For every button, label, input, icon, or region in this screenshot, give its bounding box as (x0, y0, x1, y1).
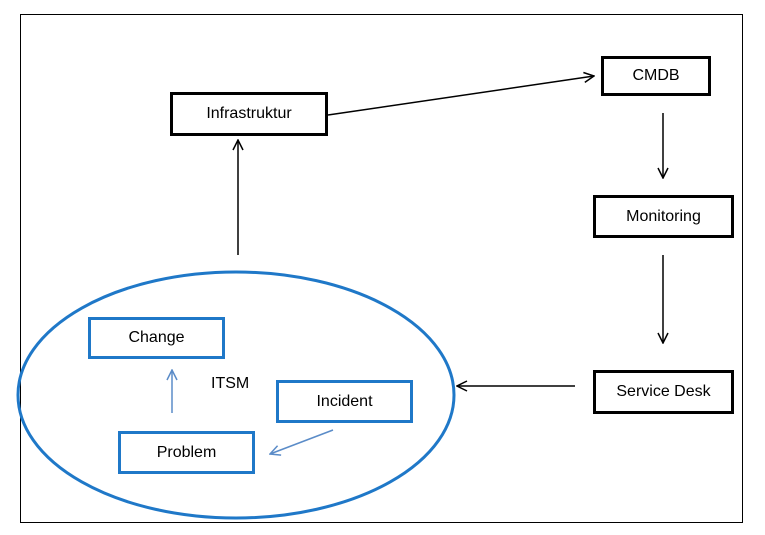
node-infrastruktur: Infrastruktur (170, 92, 328, 136)
node-problem: Problem (118, 431, 255, 474)
node-change: Change (88, 317, 225, 359)
node-monitoring-label: Monitoring (626, 207, 701, 225)
node-cmdb-label: CMDB (632, 67, 680, 84)
node-incident: Incident (276, 380, 413, 423)
diagram-frame (20, 14, 743, 523)
node-monitoring: Monitoring (593, 195, 734, 238)
node-problem-label: Problem (156, 443, 217, 461)
arrow-incident-to-problem (270, 429, 334, 454)
node-cmdb: CMDB (601, 56, 711, 96)
node-infrastruktur-label: Infrastruktur (206, 105, 292, 122)
node-incident-label: Incident (316, 392, 373, 410)
node-service-desk: Service Desk (593, 370, 734, 414)
itsm-group-ellipse (16, 270, 456, 520)
node-service-desk-label: Service Desk (616, 383, 711, 400)
itsm-group-label: ITSM (211, 375, 250, 392)
arrow-infrastruktur-to-cmdb (327, 76, 594, 116)
node-change-label: Change (128, 329, 185, 346)
